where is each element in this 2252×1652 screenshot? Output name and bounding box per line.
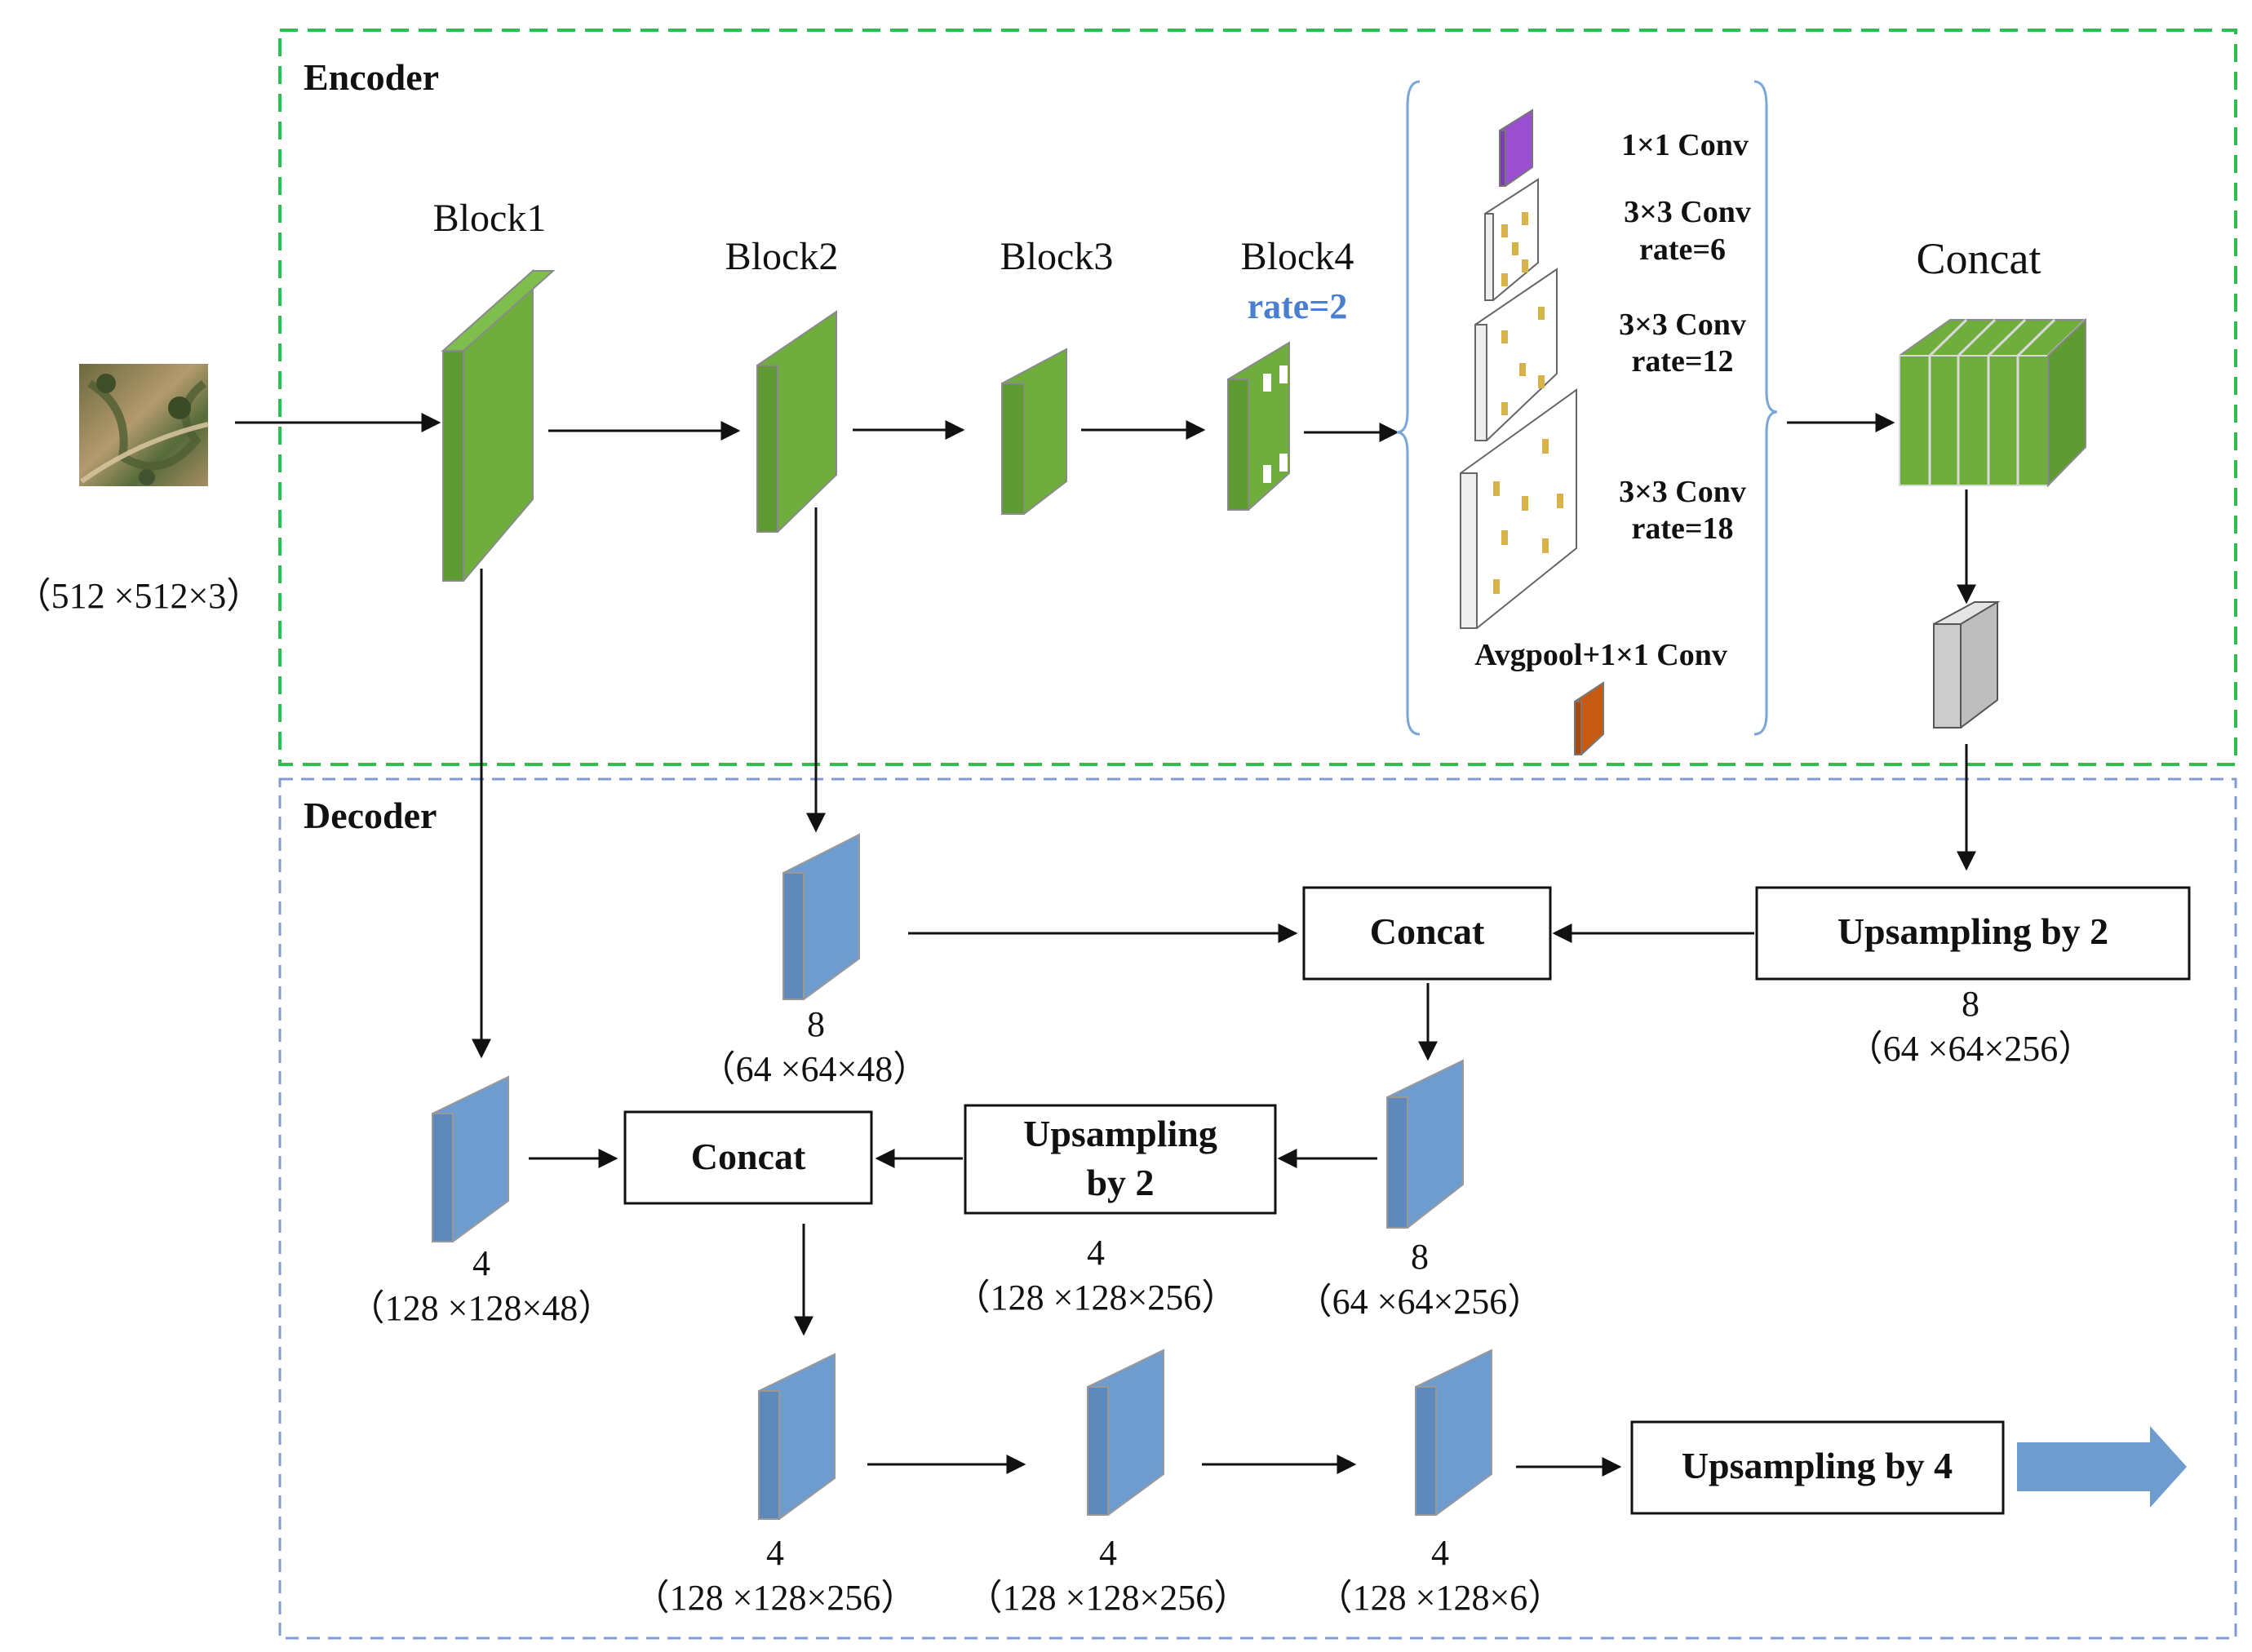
fused-mid-stride: 8 [1411,1237,1429,1277]
conv3x3-r18-shape [1460,388,1577,629]
conv3x3-r12-shape [1474,268,1558,441]
upsampling-mid-box [964,1104,1277,1215]
conv3x3-r6-label: 3×3 Conv [1624,195,1751,229]
conv-b-block [1087,1349,1164,1516]
conv-a-block [758,1353,836,1520]
upsampling-top-label: Upsampling by 2 [1838,910,2108,952]
output-arrow-icon [2017,1426,2187,1508]
fused-mid-block [1386,1059,1464,1229]
lowlevel-b2-dims: （64 ×64×48） [700,1049,929,1089]
upsampling-mid-label-line1: Upsampling [1023,1113,1217,1154]
lowlevel-b1-stride: 4 [472,1243,490,1283]
upsampling-top-box [1755,886,2191,981]
aspp-left-brace [1396,80,1421,736]
conv-c-stride: 4 [1431,1533,1449,1573]
lowlevel-b1-dims: （128 ×128×48） [349,1288,614,1328]
decoder-label: Decoder [304,795,437,836]
avgpool-shape [1574,681,1604,755]
upsampling-final-label: Upsampling by 4 [1682,1445,1953,1486]
upsample-top-stride: 8 [1962,984,1979,1024]
fused-mid-dims: （64 ×64×256） [1297,1282,1544,1322]
conv-c-block [1415,1349,1492,1516]
upsampling-final-box [1630,1420,2005,1515]
block2-shape [756,310,837,533]
block4-rate-label: rate=2 [1248,286,1348,326]
lowlevel-b2-stride: 8 [807,1004,825,1044]
encoder-output-gray-block [1933,600,2001,729]
block4-label: Block4 [1241,235,1354,278]
conv3x3-r18-label: 3×3 Conv [1619,475,1746,509]
lowlevel-b1-block [432,1075,509,1242]
block2-label: Block2 [725,235,839,278]
conv3x3-r6-rate: rate=6 [1639,233,1726,267]
upsample-mid-stride: 4 [1087,1233,1105,1273]
aspp-right-brace [1753,80,1778,736]
decoder-concat-lower-box [623,1110,873,1205]
conv-a-stride: 4 [766,1533,784,1573]
encoder-label: Encoder [304,56,439,98]
avgpool-label: Avgpool+1×1 Conv [1474,638,1727,672]
decoder-concat-upper-label: Concat [1370,910,1485,952]
encoder-concat-stack [1899,317,2087,488]
block1-label: Block1 [433,197,547,240]
conv-b-dims: （128 ×128×256） [967,1578,1250,1618]
decoder-concat-lower-label: Concat [691,1136,806,1177]
block4-shape [1227,341,1290,511]
encoder-frame [278,29,2237,766]
input-dims-label: （512 ×512×3） [16,576,263,616]
input-image [79,364,209,486]
decoder-concat-upper-box [1302,886,1552,981]
block1-shape [441,268,556,582]
upsampling-mid-label-line2: by 2 [1086,1162,1154,1203]
conv3x3-r12-label: 3×3 Conv [1619,308,1746,342]
conv-a-dims: （128 ×128×256） [634,1578,917,1618]
conv-c-dims: （128 ×128×6） [1317,1578,1564,1618]
upsample-top-dims: （64 ×64×256） [1847,1029,2095,1069]
decoder-frame [278,777,2237,1640]
conv1x1-shape [1499,109,1533,187]
conv3x3-r6-shape [1484,178,1539,301]
lowlevel-b2-block [782,833,860,1000]
encoder-concat-label: Concat [1917,234,2041,283]
conv1x1-label: 1×1 Conv [1621,128,1749,162]
upsample-mid-dims: （128 ×128×256） [955,1278,1238,1318]
block3-shape [1001,348,1067,515]
conv-b-stride: 4 [1099,1533,1117,1573]
block3-label: Block3 [1000,235,1114,278]
conv3x3-r18-rate: rate=18 [1631,512,1733,546]
conv3x3-r12-rate: rate=12 [1631,344,1733,379]
